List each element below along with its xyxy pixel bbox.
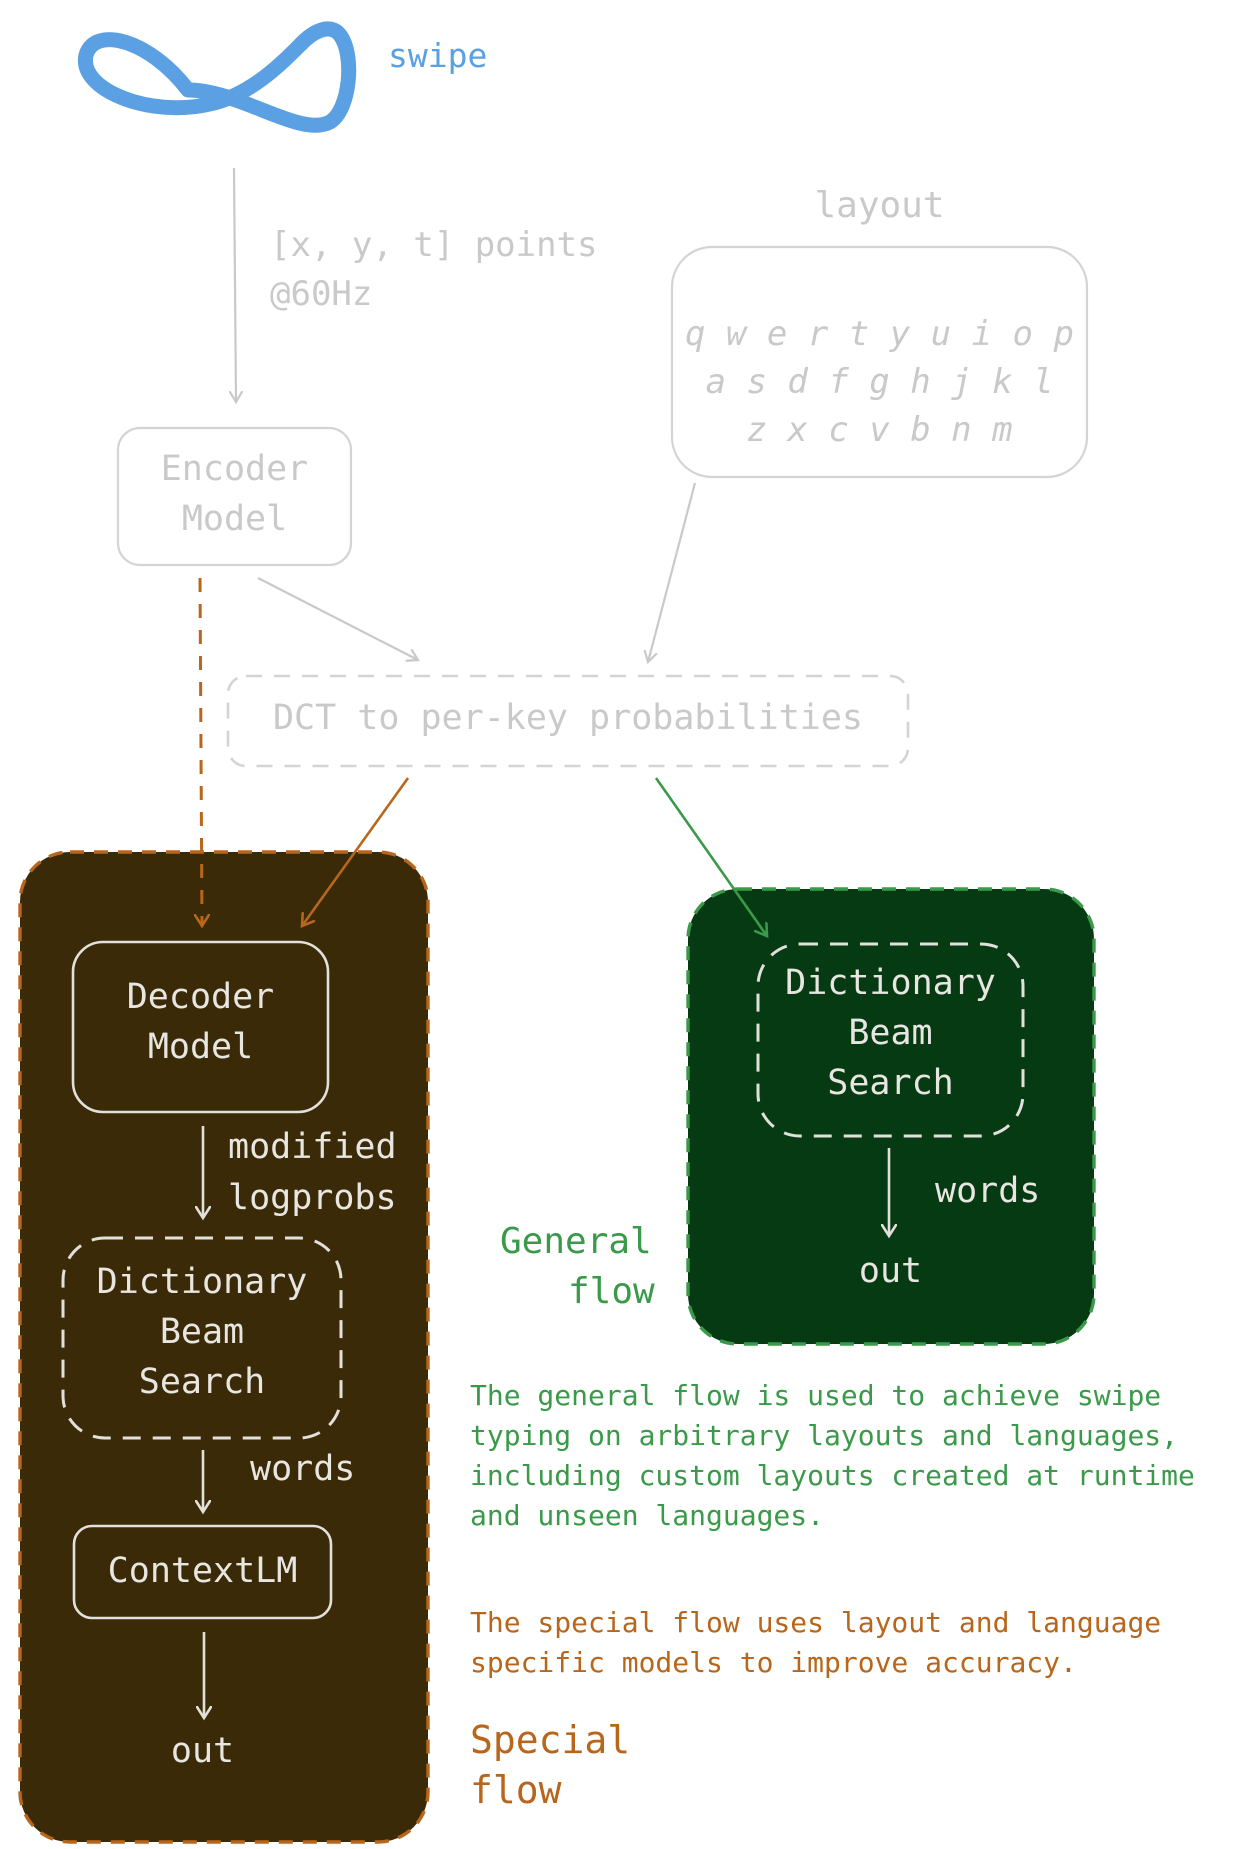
general-note-line-1: The general flow is used to achieve swip…: [470, 1379, 1162, 1412]
layout-box: [670, 245, 1089, 479]
general-note-line-2: typing on arbitrary layouts and language…: [470, 1419, 1179, 1452]
modified-logprobs-label-1: modified: [228, 1127, 397, 1167]
decoder-label-1: Decoder: [126, 977, 275, 1017]
special-out-label: out: [170, 1731, 235, 1771]
general-beam-label-2: Beam: [848, 1013, 933, 1053]
special-note-line-2: specific models to improve accuracy.: [470, 1646, 1077, 1679]
swipe-label: swipe: [388, 36, 488, 75]
general-out-label: out: [858, 1251, 923, 1291]
encoder-label-1: Encoder: [160, 449, 309, 489]
general-beam-label-3: Search: [827, 1063, 954, 1103]
special-note-line-1: The special flow uses layout and languag…: [470, 1606, 1162, 1639]
points-label: [x, y, t] points: [270, 225, 598, 265]
swipe-gesture-icon: [77, 21, 357, 133]
general-beam-label-1: Dictionary: [785, 963, 996, 1003]
contextlm-label: ContextLM: [107, 1551, 298, 1591]
general-flow-container: [686, 887, 1096, 1346]
layout-row-2: a s d f g h j k l: [705, 362, 1054, 402]
special-flow-container: [18, 850, 430, 1844]
special-beam-label-1: Dictionary: [96, 1262, 308, 1302]
dct-to-decoder-arrow: [302, 777, 410, 926]
rate-label: @60Hz: [270, 274, 373, 314]
swipe-to-encoder-arrow: [234, 167, 236, 402]
special-flow-title-2: flow: [470, 1768, 562, 1812]
dct-label: DCT to per-key probabilities: [272, 698, 863, 738]
special-flow-title-1: Special: [470, 1718, 631, 1762]
general-flow-title-2: flow: [568, 1271, 655, 1312]
special-words-label: words: [250, 1449, 356, 1489]
general-note-line-3: including custom layouts created at runt…: [470, 1459, 1195, 1492]
layout-title: layout: [814, 185, 945, 226]
general-note-line-4: and unseen languages.: [470, 1499, 825, 1532]
general-flow-title-1: General: [500, 1221, 652, 1262]
decoder-box: [71, 940, 330, 1114]
general-beam-box: [756, 942, 1025, 1138]
encoder-to-dct-arrow: [257, 577, 418, 660]
dct-box: [226, 674, 910, 768]
layout-row-3: z x c v b n m: [746, 410, 1013, 450]
encoder-to-decoder-arrow: [200, 577, 202, 926]
special-beam-box: [61, 1236, 343, 1440]
modified-logprobs-label-2: logprobs: [228, 1178, 397, 1218]
general-words-label: words: [935, 1171, 1041, 1211]
encoder-label-2: Model: [181, 499, 288, 539]
special-beam-label-3: Search: [138, 1362, 266, 1402]
special-beam-label-2: Beam: [159, 1312, 245, 1352]
dct-to-general-beam-arrow: [654, 777, 767, 936]
decoder-label-2: Model: [147, 1027, 254, 1067]
contextlm-box: [72, 1524, 333, 1620]
layout-row-1: q w e r t y u i o p: [685, 314, 1074, 354]
encoder-box: [116, 426, 353, 567]
layout-to-dct-arrow: [648, 482, 697, 662]
